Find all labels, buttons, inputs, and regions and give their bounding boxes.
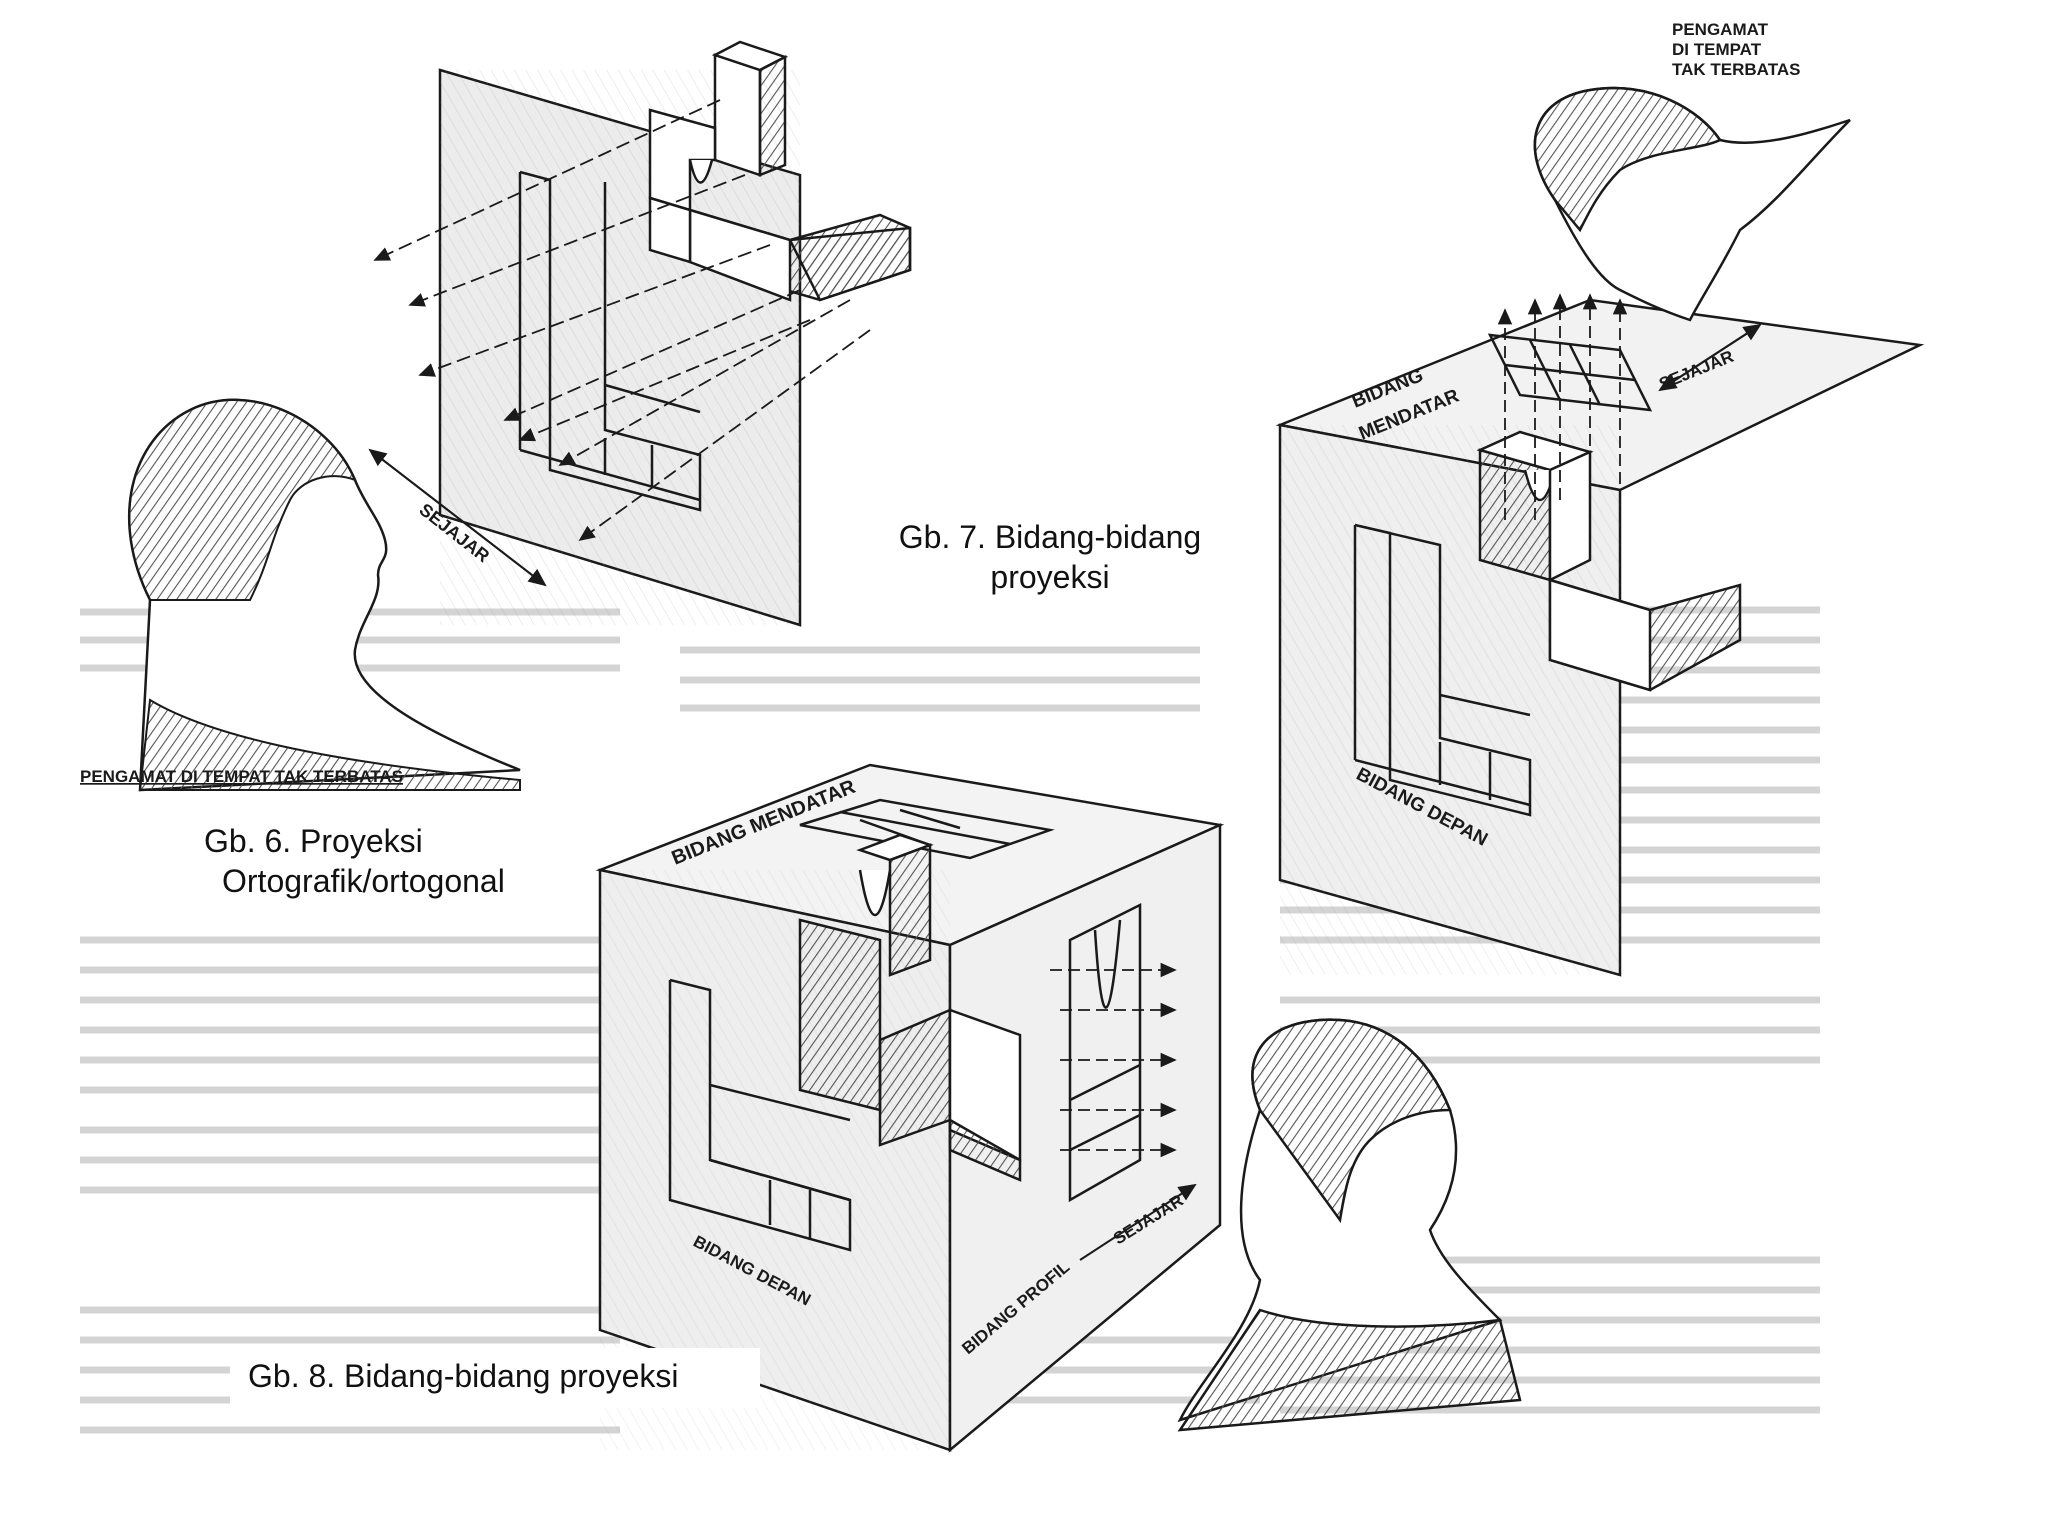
gb8-projection-lines: [1050, 962, 1177, 1158]
figure-8-projection-box: BIDANG MENDATAR BIDANG DEPAN BIDANG PROF…: [595, 763, 1522, 1453]
gb8-observer-figure: [1177, 1018, 1522, 1432]
projection-lines: [373, 99, 871, 542]
figure-6-orthographic-projection: SEJAJAR PENGAMAT DI TEMPAT TAK TERBATAS: [80, 40, 912, 792]
gb7-observer-label-line1: PENGAMAT: [1672, 20, 1769, 39]
projected-view-outline: [518, 170, 702, 512]
gb6-caption-line1: Gb. 6. Proyeksi: [204, 821, 423, 861]
gb6-caption-line2: Ortografik/ortogonal: [222, 861, 505, 901]
gb7-u-bracket-object: [1476, 430, 1742, 692]
gb7-caption-line2: proyeksi: [880, 557, 1220, 597]
gb7-caption-line1: Gb. 7. Bidang-bidang: [880, 517, 1220, 557]
figure-7-projection-planes: SEJAJAR BIDANG MENDATAR BIDANG DEPAN PEN…: [1275, 20, 1925, 977]
gb7-observer-label-line2: DI TEMPAT: [1672, 40, 1762, 59]
gb7-observer-figure: [1533, 86, 1851, 322]
gb6-observer-figure: [128, 398, 521, 792]
u-bracket-object: [648, 40, 912, 302]
gb6-observer-label: PENGAMAT DI TEMPAT TAK TERBATAS: [80, 767, 403, 786]
gb8-u-bracket-object: [798, 833, 1022, 1182]
gb7-front-view-outline: [1353, 523, 1532, 817]
gb7-projection-lines: [1497, 293, 1628, 520]
gb7-observer-label-line3: TAK TERBATAS: [1672, 60, 1800, 79]
gb8-front-view-outline: [668, 978, 852, 1252]
gb8-side-view-outline: [1068, 902, 1142, 1203]
gb8-caption: Gb. 8. Bidang-bidang proyeksi: [230, 1348, 760, 1408]
